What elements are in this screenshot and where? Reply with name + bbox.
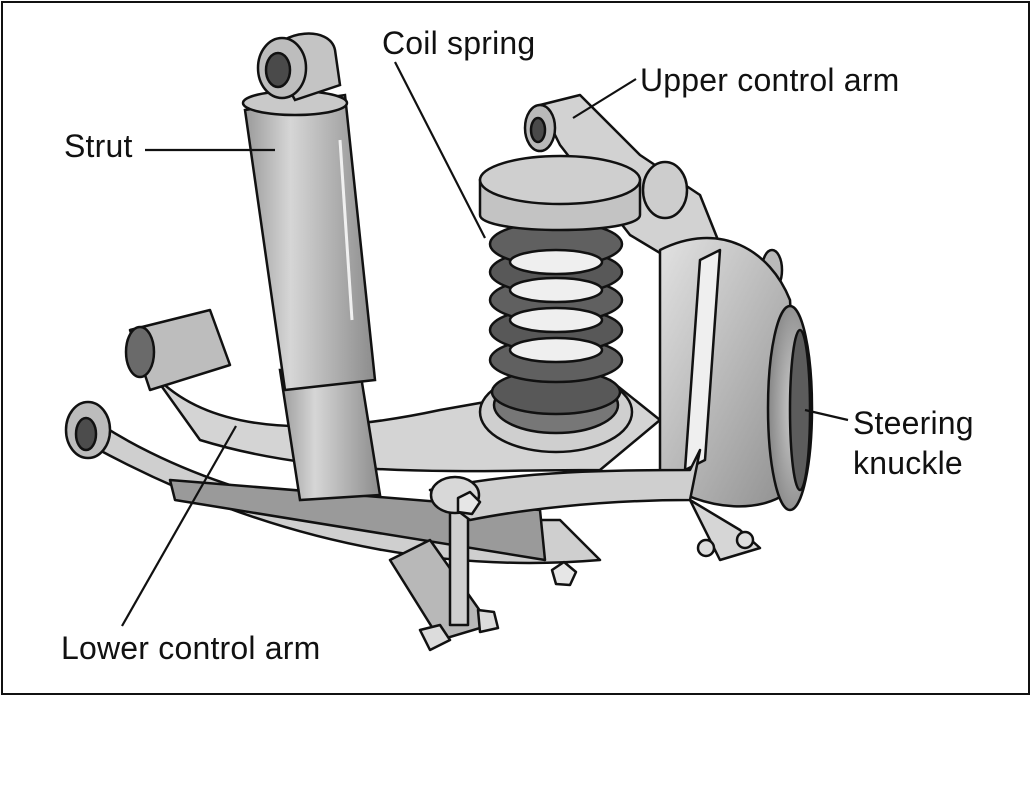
label-upper-control-arm: Upper control arm bbox=[640, 62, 900, 98]
label-strut: Strut bbox=[64, 128, 133, 164]
steering-knuckle-leader bbox=[804, 408, 849, 422]
lower-control-arm-leader bbox=[121, 425, 237, 627]
strut-body bbox=[241, 32, 382, 502]
lower-arm-front bbox=[428, 448, 702, 587]
label-steering-knuckle-line1: Steering bbox=[853, 405, 974, 441]
label-lower-control-arm: Lower control arm bbox=[61, 630, 321, 666]
label-steering-knuckle-line2: knuckle bbox=[853, 445, 963, 481]
upper-control-arm-leader bbox=[572, 78, 637, 119]
label-steering-knuckle: Steering knuckle bbox=[853, 403, 974, 483]
coil-spring-leader bbox=[394, 61, 486, 239]
steering-knuckle bbox=[658, 236, 814, 562]
leader-lines bbox=[121, 61, 849, 627]
label-coil-spring: Coil spring bbox=[382, 25, 536, 61]
coil-spring bbox=[478, 154, 642, 454]
diagram-frame bbox=[1, 1, 1030, 695]
